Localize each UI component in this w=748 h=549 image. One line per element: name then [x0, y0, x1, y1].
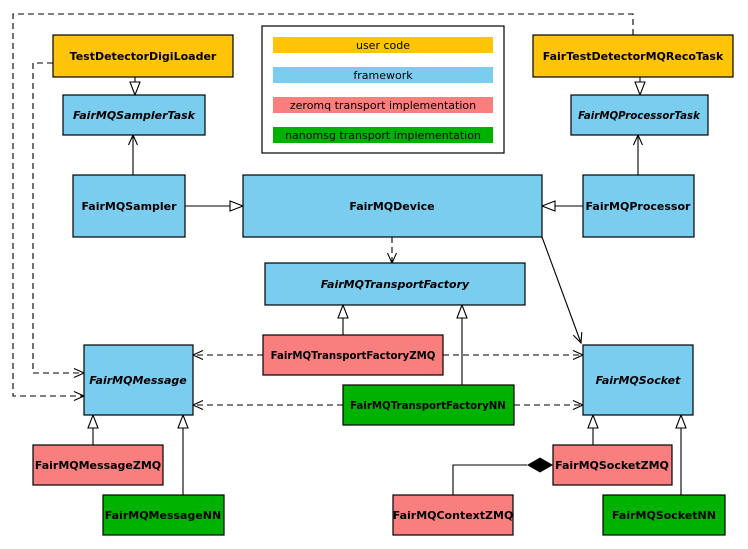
node-fair-mq-processor-task-label: FairMQProcessorTask — [578, 111, 701, 122]
node-fair-mq-socket-box — [582, 344, 694, 416]
edge-recotask-message-dependency — [12, 13, 634, 402]
node-test-detector-digi-loader-box — [52, 34, 234, 78]
node-fair-mq-socket-nn-box — [602, 494, 726, 536]
node-fair-mq-device: FairMQDevice — [242, 174, 543, 238]
node-fair-mq-processor: FairMQProcessor — [582, 174, 695, 238]
node-fair-mq-message-zmq-label: FairMQMessageZMQ — [35, 459, 161, 472]
node-fair-mq-sampler: FairMQSampler — [72, 174, 186, 238]
node-fair-mq-socket-zmq-box — [552, 444, 673, 486]
legend-label-user-code: user code — [356, 39, 410, 52]
node-fair-mq-transport-factory-nn-label: FairMQTransportFactoryNN — [350, 401, 506, 412]
node-fair-mq-message: FairMQMessage — [83, 344, 194, 416]
legend-swatch-framework — [273, 67, 493, 83]
node-fair-mq-socket-nn: FairMQSocketNN — [602, 494, 726, 536]
node-fair-mq-sampler-box — [72, 174, 186, 238]
node-fair-mq-message-nn-box — [102, 494, 225, 536]
node-fair-mq-message-zmq: FairMQMessageZMQ — [32, 444, 164, 486]
node-fair-mq-processor-task-box — [570, 94, 709, 136]
edge-device-socket-association — [541, 236, 583, 345]
node-fair-mq-transport-factory-zmq-box — [262, 334, 444, 376]
node-fair-test-detector-mq-reco-task-box — [532, 34, 734, 78]
node-fair-mq-transport-factory-nn-box — [342, 384, 515, 426]
node-fair-mq-socket-zmq: FairMQSocketZMQ — [552, 444, 673, 486]
node-fair-mq-socket: FairMQSocket — [582, 344, 694, 416]
node-fair-mq-processor-box — [582, 174, 695, 238]
node-fair-test-detector-mq-reco-task: FairTestDetectorMQRecoTask — [532, 34, 734, 78]
node-fair-mq-context-zmq-box — [392, 494, 514, 536]
node-fair-mq-transport-factory: FairMQTransportFactory — [264, 262, 526, 306]
node-fair-mq-socket-zmq-label: FairMQSocketZMQ — [555, 459, 669, 472]
node-fair-mq-socket-nn-label: FairMQSocketNN — [612, 509, 716, 522]
edge-contextzmq-socketzmq-aggregation — [452, 464, 527, 495]
node-fair-mq-transport-factory-label: FairMQTransportFactory — [321, 278, 470, 291]
node-fair-mq-transport-factory-box — [264, 262, 526, 306]
node-fair-test-detector-mq-reco-task-label: FairTestDetectorMQRecoTask — [543, 50, 724, 63]
node-test-detector-digi-loader: TestDetectorDigiLoader — [52, 34, 234, 78]
node-fair-mq-sampler-task-label: FairMQSamplerTask — [73, 109, 196, 122]
node-fair-mq-transport-factory-zmq-label: FairMQTransportFactoryZMQ — [271, 351, 436, 362]
node-fair-mq-message-nn: FairMQMessageNN — [102, 494, 225, 536]
node-fair-mq-device-box — [242, 174, 543, 238]
legend-swatch-nanomsg — [273, 127, 493, 143]
node-fair-mq-device-label: FairMQDevice — [349, 200, 434, 213]
node-fair-mq-message-box — [83, 344, 194, 416]
legend-label-framework: framework — [353, 69, 413, 82]
edge-digiloader-message-dependency — [32, 62, 86, 379]
node-fair-mq-transport-factory-nn: FairMQTransportFactoryNN — [342, 384, 515, 426]
legend-label-nanomsg: nanomsg transport implementation — [285, 129, 481, 142]
node-fair-mq-processor-label: FairMQProcessor — [586, 200, 691, 213]
node-fair-mq-sampler-task: FairMQSamplerTask — [62, 94, 206, 136]
node-fair-mq-message-label: FairMQMessage — [89, 374, 187, 387]
node-fair-mq-sampler-task-box — [62, 94, 206, 136]
node-fair-mq-transport-factory-zmq: FairMQTransportFactoryZMQ — [262, 334, 444, 376]
node-fair-mq-context-zmq: FairMQContextZMQ — [392, 494, 514, 536]
node-fair-mq-processor-task: FairMQProcessorTask — [570, 94, 709, 136]
legend: user code framework zeromq transport imp… — [261, 25, 505, 154]
node-fair-mq-message-zmq-box — [32, 444, 164, 486]
aggregation-diamond-icon — [527, 457, 553, 473]
node-fair-mq-context-zmq-label: FairMQContextZMQ — [393, 509, 514, 522]
legend-label-zeromq: zeromq transport implementation — [290, 99, 476, 112]
node-fair-mq-socket-label: FairMQSocket — [596, 374, 682, 387]
legend-swatch-zeromq — [273, 97, 493, 113]
node-fair-mq-sampler-label: FairMQSampler — [81, 200, 177, 213]
node-test-detector-digi-loader-label: TestDetectorDigiLoader — [70, 50, 217, 63]
node-fair-mq-message-nn-label: FairMQMessageNN — [105, 509, 221, 522]
legend-swatch-user-code — [273, 37, 493, 53]
